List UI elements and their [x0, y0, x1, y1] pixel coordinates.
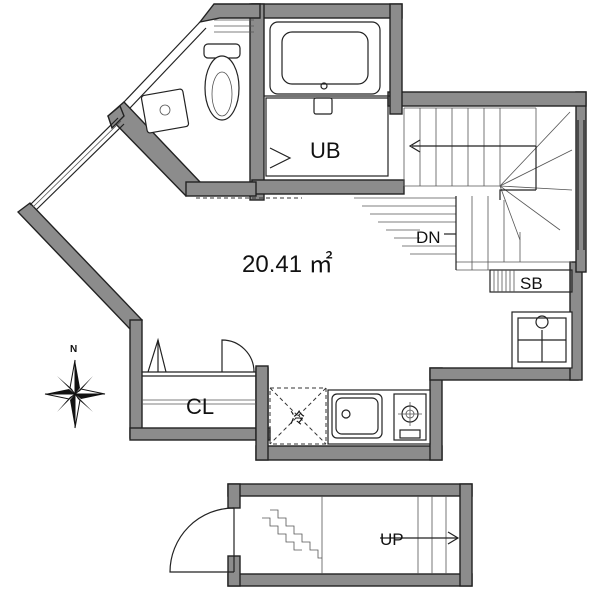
staircase: DN [354, 107, 573, 271]
wall-left-angled [16, 202, 144, 330]
shoe-box: SB [489, 269, 573, 293]
cl-label: CL [186, 394, 214, 419]
washer-pan [511, 311, 573, 369]
stair-winder [499, 108, 573, 241]
unit-bath: UB [264, 21, 390, 177]
stair-lower-flight [354, 196, 572, 271]
wall-kitchen-right [429, 367, 443, 461]
closet: CL [142, 337, 256, 419]
wall-kitchen-left-top [255, 365, 269, 461]
wall-bottom-closet [129, 427, 271, 441]
wall-toilet-bottom [185, 181, 257, 197]
wall-ub-right [389, 3, 403, 115]
compass-north-label: N [70, 344, 77, 355]
wall-ub-left [249, 3, 265, 201]
windows [29, 21, 585, 405]
up-label: UP [380, 530, 404, 549]
wall-ub-top [251, 3, 403, 19]
wall-left-lower [129, 319, 143, 439]
compass [44, 359, 106, 429]
sb-label: SB [520, 274, 543, 293]
stair-upper-flight [403, 107, 536, 187]
wall-window-top [107, 104, 125, 130]
wall-right-step [429, 367, 579, 381]
ub-label: UB [310, 138, 341, 163]
toilet-bowl [204, 55, 240, 121]
wall-top-stair [387, 91, 587, 107]
fridge-label: 冷 [290, 410, 305, 427]
hand-sink [140, 88, 190, 134]
toilet-room [140, 19, 302, 199]
dn-label: DN [416, 228, 441, 247]
main-floor-walls [16, 3, 587, 461]
lower-floor: UP [169, 483, 473, 587]
area-label: 20.41 ㎡ [242, 251, 333, 278]
wall-ub-bottom [251, 179, 405, 195]
kitchen-sink [331, 393, 383, 439]
wall-toilet-top-angled [198, 3, 261, 24]
kitchen: 冷 [269, 387, 431, 445]
wall-bottom-kitchen [255, 445, 443, 461]
